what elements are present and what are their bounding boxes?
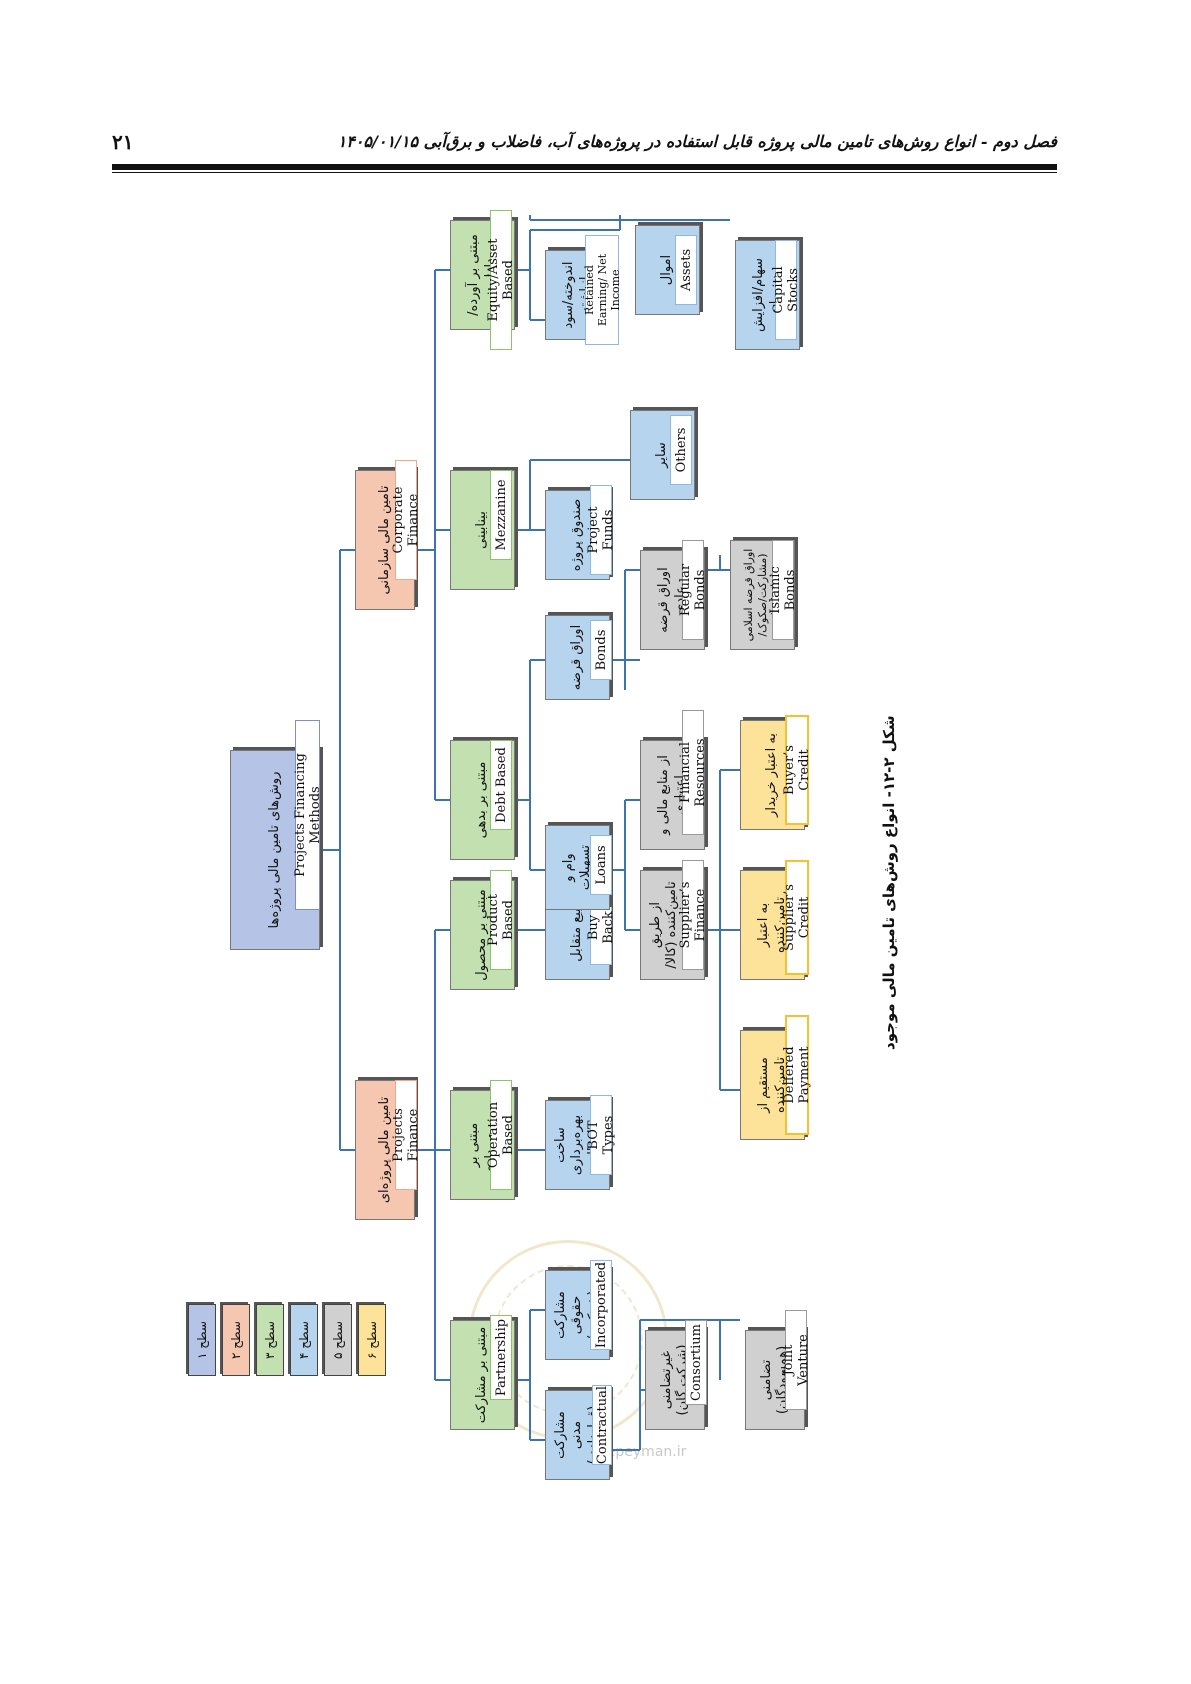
- assets-en: Assets: [675, 235, 697, 305]
- header-rule-thin: [112, 172, 1057, 173]
- contractual-en: Contractual: [592, 1385, 612, 1465]
- legend-level-6: سطح ۶: [358, 1304, 386, 1376]
- projects-finance-en: Projects Finance: [391, 1080, 421, 1190]
- bot-en: BOT Types: [586, 1095, 616, 1175]
- corporate-finance-en: Corporate Finance: [391, 460, 421, 580]
- header-rule: [112, 164, 1057, 170]
- root-node-en: Projects Financing Methods: [293, 720, 323, 910]
- figure-caption: شکل ۲-۱۲- انواع روش‌های تامین مالی موجود: [880, 715, 898, 1050]
- incorporated-en: Incorporated: [590, 1260, 612, 1350]
- operation-based-en: Operation Based: [486, 1080, 516, 1190]
- islamic-bonds-en: Islamic Bonds: [768, 540, 798, 640]
- legend-level-1: سطح ۱: [188, 1304, 216, 1376]
- product-based-en: Product Based: [486, 870, 516, 970]
- buyers-credit-en: Buyer’s Credit: [782, 715, 812, 825]
- financial-resources-en: Financial Resources: [678, 710, 708, 835]
- debt-based-en: Debt Based: [490, 740, 512, 830]
- mezzanine-en: Mezzanine: [490, 470, 512, 560]
- financing-methods-tree: روش‌های تامین مالی پروژه‌ها Projects Fin…: [200, 210, 920, 1490]
- legend-level-3: سطح ۳: [256, 1304, 284, 1376]
- partnership-en: Partnership: [490, 1315, 512, 1400]
- deferred-payment-en: Deffered Payment: [782, 1015, 812, 1135]
- capital-stocks-en: Capital Stocks: [771, 240, 801, 340]
- page-header-title: فصل دوم - انواع روش‌های تامین مالی پروژه…: [337, 132, 1057, 151]
- loans-en: Loans: [590, 835, 612, 895]
- others-en: Others: [670, 415, 692, 485]
- project-funds-en: Project Funds: [586, 485, 616, 575]
- suppliers-finance-en: Supplier’s Finance: [678, 860, 708, 970]
- bonds-en: Bonds: [590, 620, 612, 680]
- legend-level-4: سطح ۴: [290, 1304, 318, 1376]
- suppliers-credit-en: Supplier’s Credit: [782, 860, 812, 975]
- equity-asset-based-en: Equity/Asset Based: [486, 210, 516, 350]
- retained-earning-en: Retained Earning/ Net Income: [583, 235, 622, 345]
- legend-level-5: سطح ۵: [324, 1304, 352, 1376]
- legend-level-2: سطح ۲: [222, 1304, 250, 1376]
- joint-venture-en: Joint Venture: [781, 1310, 811, 1410]
- consortium-en: Consortium: [685, 1320, 707, 1405]
- page-number: ۲۱: [112, 130, 134, 154]
- tree-connectors: [320, 215, 740, 1451]
- regular-bonds-en: Regular Bonds: [678, 540, 708, 640]
